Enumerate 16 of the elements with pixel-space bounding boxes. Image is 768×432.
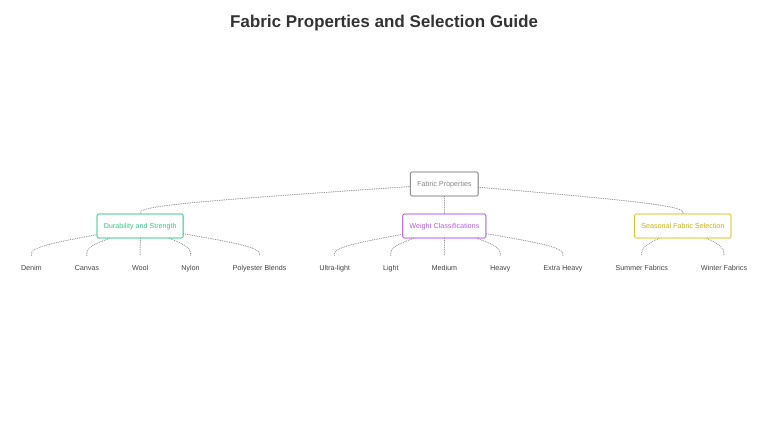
connector [30, 234, 98, 256]
connector [444, 238, 445, 256]
connector [86, 238, 110, 256]
diagram-title: Fabric Properties and Selection Guide [229, 12, 539, 32]
connector [183, 233, 260, 256]
connector [641, 238, 660, 256]
connector [476, 238, 501, 256]
connector [478, 186, 684, 214]
connector [168, 238, 191, 256]
connector [140, 238, 141, 256]
connector [140, 186, 411, 214]
connector [486, 233, 564, 256]
connector [334, 234, 404, 256]
connector [444, 196, 445, 214]
connector [390, 238, 414, 256]
connector [706, 238, 724, 256]
